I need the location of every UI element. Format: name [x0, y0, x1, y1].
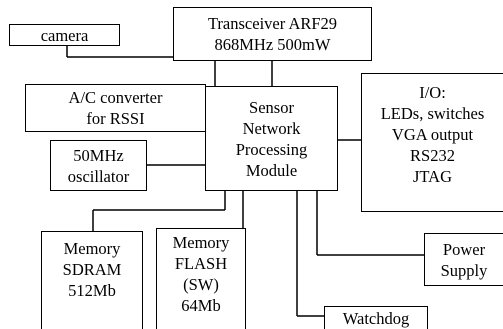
flash-label-1: Memory: [172, 233, 230, 252]
flash-label-2: FLASH: [174, 254, 228, 273]
sensor-network-processing-module: Sensor Network Processing Module: [205, 86, 338, 191]
camera-block: camera: [9, 24, 120, 46]
transceiver-label-2: 868MHz 500mW: [214, 35, 331, 54]
io-label-3: VGA output: [391, 125, 474, 144]
transceiver-label-1: Transceiver ARF29: [207, 14, 338, 33]
power-label-1: Power: [442, 239, 486, 259]
core-label-2: Network: [242, 118, 301, 138]
flash-label-3: (SW): [183, 275, 219, 294]
io-label-4: RS232: [410, 146, 455, 165]
sdram-label-1: Memory: [63, 239, 121, 258]
sdram-label-3: 512Mb: [68, 281, 116, 300]
adc-label-2: for RSSI: [86, 109, 145, 128]
power-label-2: Supply: [440, 260, 488, 280]
oscillator-label-2: oscillator: [67, 166, 130, 186]
watchdog-label: Watchdog: [342, 308, 410, 328]
io-label-1: I/O:: [419, 83, 446, 102]
core-label-3: Processing: [235, 139, 308, 159]
oscillator-label-1: 50MHz: [73, 145, 124, 165]
io-block: I/O: LEDs, switches VGA output RS232 JTA…: [361, 73, 503, 212]
sdram-block: Memory SDRAM 512Mb: [41, 231, 143, 329]
io-label-5: JTAG: [412, 167, 452, 186]
io-label-2: LEDs, switches: [380, 104, 485, 123]
flash-label-4: 64Mb: [181, 296, 221, 315]
adc-label-1: A/C converter: [68, 88, 163, 107]
core-label-1: Sensor: [249, 97, 294, 117]
adc-block: A/C converter for RSSI: [25, 84, 206, 132]
watchdog-block: Watchdog: [324, 306, 428, 329]
core-label-4: Module: [245, 160, 298, 180]
oscillator-block: 50MHz oscillator: [50, 140, 147, 191]
flash-block: Memory FLASH (SW) 64Mb: [156, 228, 246, 329]
transceiver-block: Transceiver ARF29 868MHz 500mW: [173, 7, 372, 61]
sdram-label-2: SDRAM: [62, 260, 122, 279]
power-supply-block: Power Supply: [424, 233, 503, 286]
camera-label: camera: [40, 25, 89, 45]
